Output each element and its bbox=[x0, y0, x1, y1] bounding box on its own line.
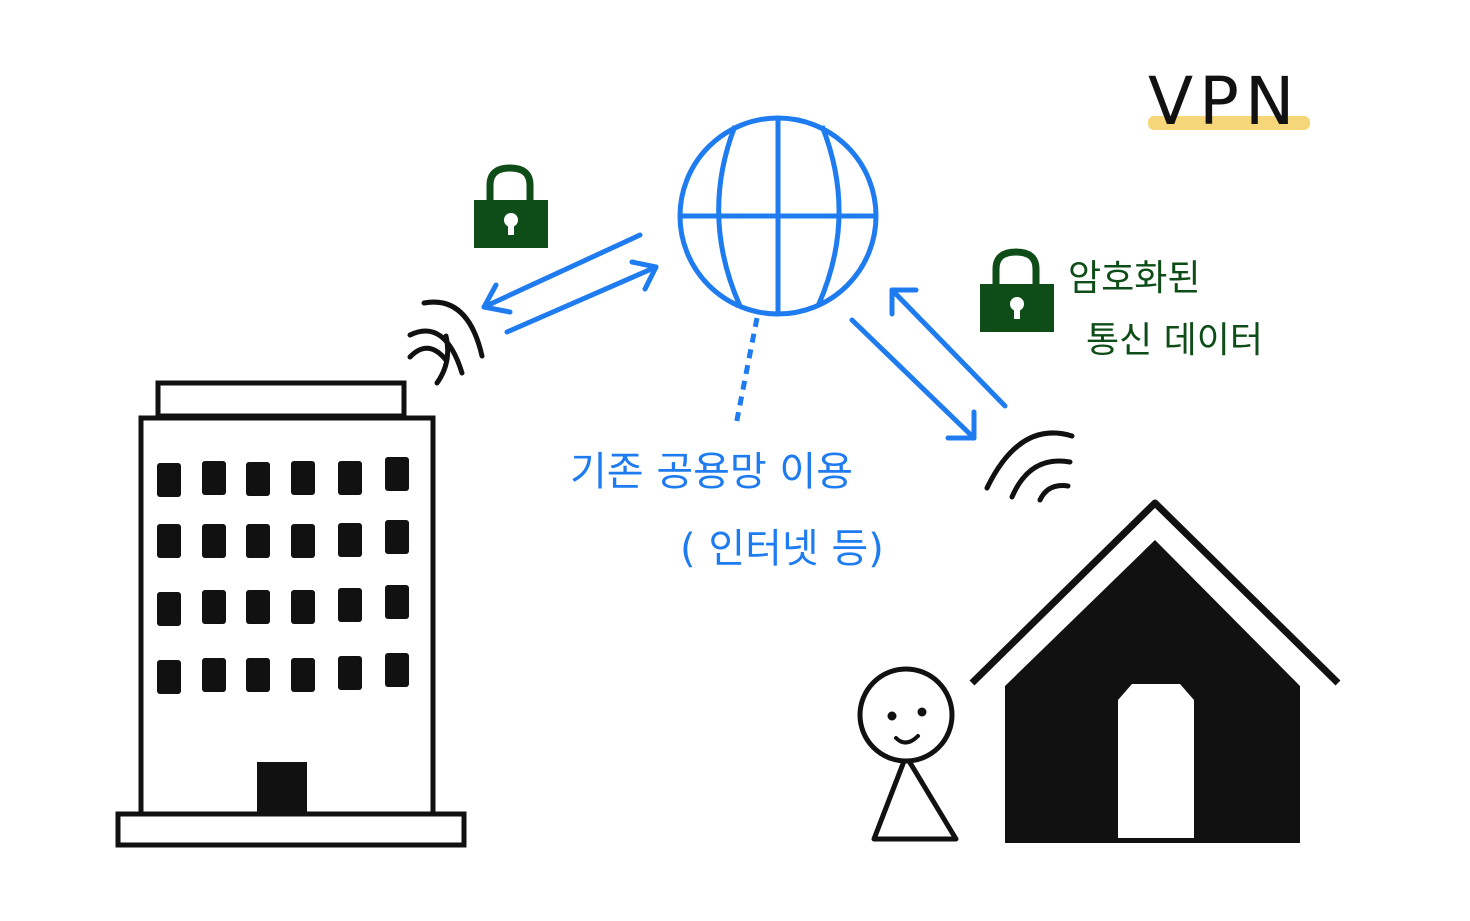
encrypted-data-label-line1: 암호화된 bbox=[1068, 258, 1200, 299]
person-head bbox=[857, 666, 955, 764]
lock-icon-left bbox=[474, 164, 548, 248]
building-windows bbox=[157, 457, 409, 694]
person-eye-right bbox=[917, 707, 927, 717]
house-roof bbox=[969, 499, 1341, 686]
office-building bbox=[115, 380, 467, 848]
arrows-globe-house bbox=[849, 287, 1008, 441]
arrow-to-building-head bbox=[481, 282, 513, 315]
arrow-to-house bbox=[849, 317, 977, 441]
public-network-connector bbox=[733, 317, 760, 426]
arrow-to-globe-right bbox=[889, 287, 1008, 409]
arrows-building-globe bbox=[481, 232, 659, 335]
public-network-label: 기존 공용망 이용 ( 인터넷 등) bbox=[570, 449, 884, 572]
wifi-icon-house bbox=[984, 430, 1075, 503]
public-network-label-line1: 기존 공용망 이용 bbox=[570, 449, 853, 495]
building-door bbox=[257, 762, 307, 814]
wifi-icon-building bbox=[407, 299, 485, 386]
arrow-to-house-head bbox=[945, 409, 977, 441]
title-group: VPN bbox=[1148, 63, 1310, 140]
title-highlight bbox=[1148, 116, 1310, 130]
person-body bbox=[871, 753, 959, 842]
building-body bbox=[138, 415, 436, 817]
house-door bbox=[1118, 684, 1194, 838]
building-base bbox=[115, 811, 467, 848]
arrow-to-globe-head bbox=[629, 259, 659, 292]
arrow-to-building bbox=[481, 232, 643, 310]
arrow-to-globe-right-head bbox=[889, 287, 919, 317]
house bbox=[969, 499, 1341, 843]
encrypted-data-label-line2: 통신 데이터 bbox=[1086, 320, 1263, 361]
encrypted-data-label: 암호화된 통신 데이터 bbox=[1068, 258, 1263, 361]
person-smile bbox=[894, 734, 920, 745]
person-eye-left bbox=[887, 711, 897, 721]
person-figure bbox=[857, 666, 959, 842]
globe-icon bbox=[677, 115, 879, 317]
lock-icon-right bbox=[980, 248, 1054, 332]
arrow-to-globe bbox=[504, 264, 659, 335]
title: VPN bbox=[1148, 63, 1300, 140]
public-network-label-line2: ( 인터넷 등) bbox=[680, 526, 884, 572]
building-roof bbox=[155, 380, 407, 419]
